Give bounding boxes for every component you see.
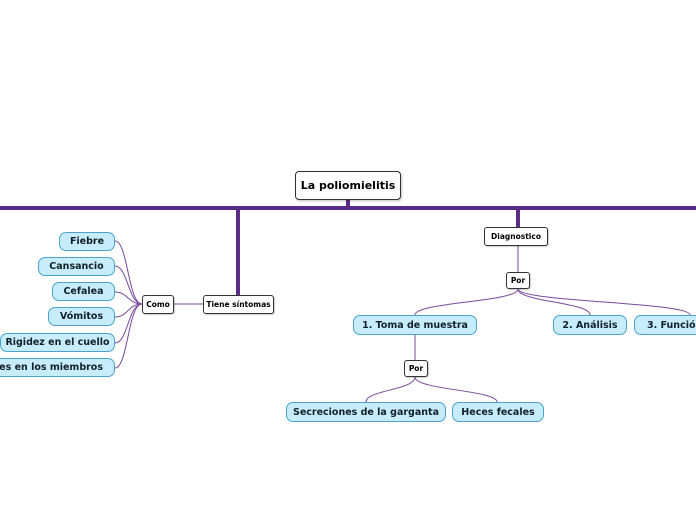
- symptom-dolores-miembros[interactable]: Dolores en los miembros: [0, 358, 115, 377]
- node-diagnostico[interactable]: Diagnostico: [484, 227, 548, 246]
- symptom-links: [114, 240, 143, 369]
- sample-heces-fecales[interactable]: Heces fecales: [452, 402, 544, 422]
- step-funcion[interactable]: 3. Función: [634, 315, 696, 335]
- sample-links: [365, 376, 498, 403]
- symptom-vomitos[interactable]: Vómitos: [48, 307, 115, 326]
- symptom-cefalea[interactable]: Cefalea: [52, 282, 115, 301]
- step-toma-de-muestra[interactable]: 1. Toma de muestra: [353, 315, 477, 335]
- root-node-la-poliomielitis[interactable]: La poliomielitis: [295, 171, 401, 200]
- symptom-rigidez-cuello[interactable]: Rigidez en el cuello: [0, 333, 115, 352]
- symptom-cansancio[interactable]: Cansancio: [38, 257, 115, 276]
- node-por-diagnostico[interactable]: Por: [506, 272, 530, 289]
- node-por-muestra[interactable]: Por: [404, 360, 428, 377]
- node-como[interactable]: Como: [142, 295, 174, 314]
- diagnosis-links: [414, 288, 691, 316]
- sample-secreciones-garganta[interactable]: Secreciones de la garganta: [286, 402, 446, 422]
- symptom-fiebre[interactable]: Fiebre: [59, 232, 115, 251]
- step-analisis[interactable]: 2. Análisis: [553, 315, 627, 335]
- node-tiene-sintomas[interactable]: Tiene síntomas: [203, 295, 274, 314]
